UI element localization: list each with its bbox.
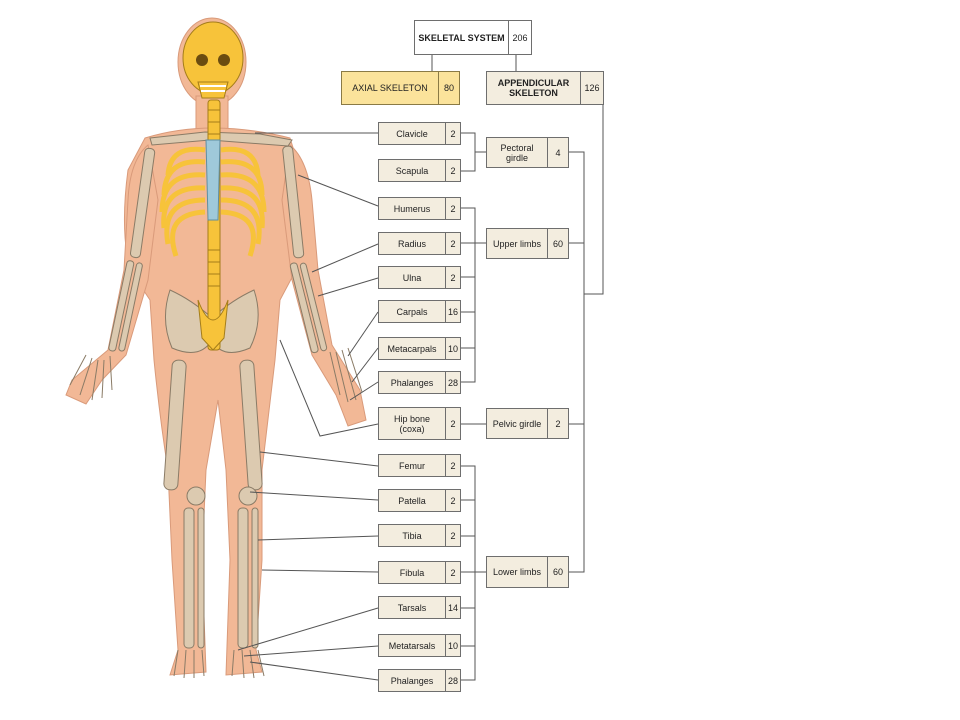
group-label: Upper limbs [492,238,541,249]
bone-box-clavicle: Clavicle 2 [378,122,461,145]
axial-skeleton-count: 80 [438,72,459,104]
bone-box-phalanges-foot: Phalanges 28 [378,669,461,692]
axial-skeleton-label: AXIAL SKELETON [352,83,428,93]
group-label: Lower limbs [492,567,541,577]
bone-count: 2 [445,198,460,219]
bone-box-radius: Radius 2 [378,232,461,255]
bone-box-humerus: Humerus 2 [378,197,461,220]
group-count: 4 [547,138,568,167]
bone-label: Tibia [402,530,422,541]
bone-label: Carpals [396,306,428,317]
bone-box-carpals: Carpals 16 [378,300,461,323]
group-box-upper-limbs: Upper limbs 60 [486,228,569,259]
bone-label: Humerus [393,203,431,214]
bone-box-fibula: Fibula 2 [378,561,461,584]
group-box-lower-limbs: Lower limbs 60 [486,556,569,588]
bone-label: Patella [398,495,426,506]
bone-count: 2 [445,455,460,476]
bone-count: 16 [445,301,460,322]
bone-count: 28 [445,670,460,691]
bone-box-tibia: Tibia 2 [378,524,461,547]
group-label: Pectoral girdle [500,142,534,163]
bone-label: Hip bone (coxa) [393,413,431,434]
bone-count: 2 [445,160,460,181]
skeletal-system-box: SKELETAL SYSTEM 206 [414,20,532,55]
bone-label: Radius [397,238,426,249]
appendicular-skeleton-label: APPENDICULAR SKELETON [497,78,570,98]
bone-count: 14 [445,597,460,618]
bone-label: Fibula [399,567,425,578]
appendicular-bones [69,131,363,679]
bone-label: Phalanges [390,377,434,388]
bone-box-scapula: Scapula 2 [378,159,461,182]
bone-count: 2 [445,123,460,144]
bone-count: 2 [445,408,460,439]
bone-box-tarsals: Tarsals 14 [378,596,461,619]
bone-box-femur: Femur 2 [378,454,461,477]
group-box-pelvic-girdle: Pelvic girdle 2 [486,408,569,439]
group-label: Pelvic girdle [492,418,542,429]
group-count: 60 [547,557,568,587]
bone-box-patella: Patella 2 [378,489,461,512]
group-count: 60 [547,229,568,258]
bone-box-metatarsals: Metatarsals 10 [378,634,461,657]
bone-label: Tarsals [397,602,427,613]
bone-count: 2 [445,490,460,511]
bone-box-metacarpals: Metacarpals 10 [378,337,461,360]
bone-label: Phalanges [390,675,434,686]
group-count: 2 [547,409,568,438]
axial-bones [159,21,267,351]
bone-box-hip-bone: Hip bone (coxa) 2 [378,407,461,440]
bone-count: 10 [445,338,460,359]
bone-label: Metatarsals [388,640,436,651]
bone-count: 2 [445,562,460,583]
bone-label: Clavicle [396,128,428,139]
bone-count: 28 [445,372,460,393]
bone-count: 2 [445,233,460,254]
bone-label: Scapula [395,165,429,176]
skeletal-system-label: SKELETAL SYSTEM [418,32,505,43]
appendicular-skeleton-count: 126 [580,72,603,104]
axial-skeleton-box: AXIAL SKELETON 80 [341,71,460,105]
bone-count: 10 [445,635,460,656]
bone-label: Metacarpals [387,343,437,354]
bone-label: Femur [398,460,425,471]
appendicular-skeleton-box: APPENDICULAR SKELETON 126 [486,71,604,105]
bone-box-ulna: Ulna 2 [378,266,461,289]
bone-count: 2 [445,267,460,288]
group-box-pectoral-girdle: Pectoral girdle 4 [486,137,569,168]
bone-label: Ulna [402,272,422,283]
bone-count: 2 [445,525,460,546]
skeletal-system-count: 206 [508,21,531,54]
bone-box-phalanges-hand: Phalanges 28 [378,371,461,394]
